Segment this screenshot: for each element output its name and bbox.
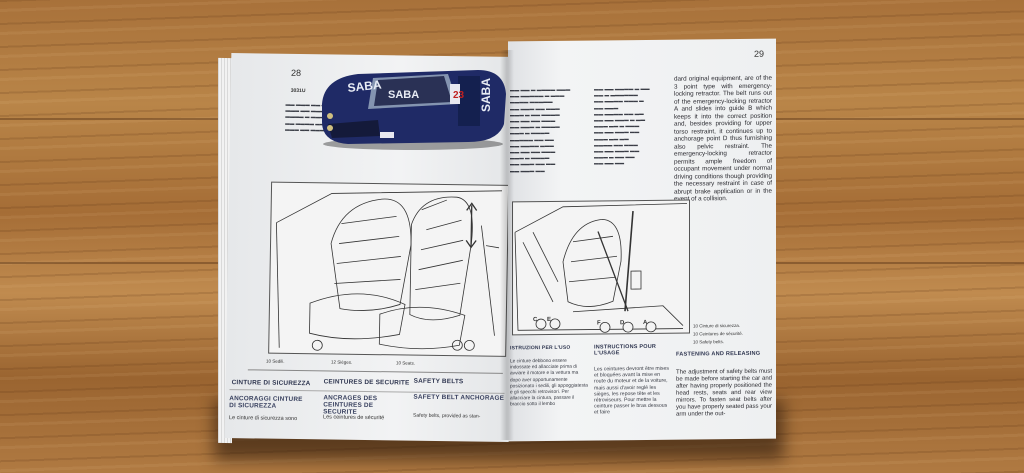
sub-heading-fr: ANCRAGES DES CEINTURES DE SECURITE — [323, 394, 378, 416]
figure-caption: 10 Sedili. — [265, 358, 285, 364]
legend-item: 10 Cinture di sicurezza. — [693, 322, 741, 329]
header-code: 3031U — [290, 87, 306, 95]
legend-item: 10 Safety belts. — [693, 339, 725, 345]
figure-label: F — [597, 320, 601, 327]
legend-item: 10 Ceintures de sécurité. — [693, 330, 744, 337]
section-heading-en: SAFETY BELTS — [413, 377, 464, 386]
sub-heading-en: SAFETY BELT ANCHORAGE — [413, 393, 505, 402]
figure-label: D — [620, 320, 625, 327]
toy-rally-car: SABA SABA SABA 23 — [322, 70, 506, 150]
figure-caption: 12 Sièges. — [330, 359, 353, 365]
race-number: 23 — [453, 90, 465, 101]
section-heading-it: CINTURE DI SICUREZZA — [231, 379, 311, 388]
divider — [229, 389, 505, 394]
body-text-en: Safety belts, provided as stan- — [413, 412, 481, 420]
english-text-column: dard original equipment, are of the 3 po… — [674, 74, 772, 203]
section-heading-it: ISTRUZIONI PER L'USO — [510, 344, 571, 352]
italian-body: Le cinture debbono essere indossate ed a… — [510, 358, 588, 408]
seats-illustration — [268, 181, 510, 357]
figure-caption: 10 Seats. — [395, 360, 416, 366]
body-text-it: Le cinture di sicurezza sono — [228, 415, 298, 423]
section-heading-en: FASTENING AND RELEASING — [676, 350, 761, 358]
car-livery-text: SABA — [347, 77, 383, 95]
section-heading-fr: INSTRUCTIONS POUR L'USAGE — [594, 343, 657, 357]
french-body: Les ceintures devront être mises et bloq… — [594, 365, 669, 416]
figure-label: C — [533, 317, 538, 324]
car-livery-text: SABA — [479, 78, 493, 112]
right-page: 29 ▬▬ ▬▬ ▬ ▬▬▬▬ ▬▬▬▬▬ ▬▬▬▬▬ ▬ ▬▬▬▬▬▬▬ ▬▬… — [508, 38, 776, 442]
figure-label: E — [547, 316, 552, 323]
left-page: 28 3031U ▬▬ ▬▬▬ ▬▬ ▬▬▬▬▬▬▬ ▬▬ ▬▬▬▬▬▬▬▬ ▬… — [224, 53, 516, 442]
french-text-block: ▬▬ ▬▬ ▬▬▬▬ ▬ ▬▬▬▬ ▬ ▬▬▬▬▬▬▬▬ ▬▬▬▬ ▬▬▬ ▬▬… — [594, 85, 650, 166]
section-heading-fr: CEINTURES DE SECURITE — [323, 378, 410, 387]
sub-heading-it: ANCORAGGI CINTURE DI SICUREZZA — [229, 395, 303, 410]
english-body: The adjustment of safety belts must be m… — [676, 368, 772, 418]
page-number: 29 — [754, 48, 765, 59]
car-livery-text: SABA — [388, 89, 419, 101]
italian-text-block: ▬▬ ▬▬ ▬ ▬▬▬▬ ▬▬▬▬▬ ▬▬▬▬▬ ▬ ▬▬▬▬▬▬▬ ▬▬▬▬▬… — [510, 86, 571, 174]
seat-belt-illustration — [512, 199, 690, 336]
figure-label: A — [643, 319, 648, 326]
page-number: 28 — [290, 67, 302, 78]
divider — [247, 369, 503, 374]
body-text-fr: Les ceintures de sécurité — [322, 414, 385, 422]
book-spine-crease — [500, 50, 514, 440]
